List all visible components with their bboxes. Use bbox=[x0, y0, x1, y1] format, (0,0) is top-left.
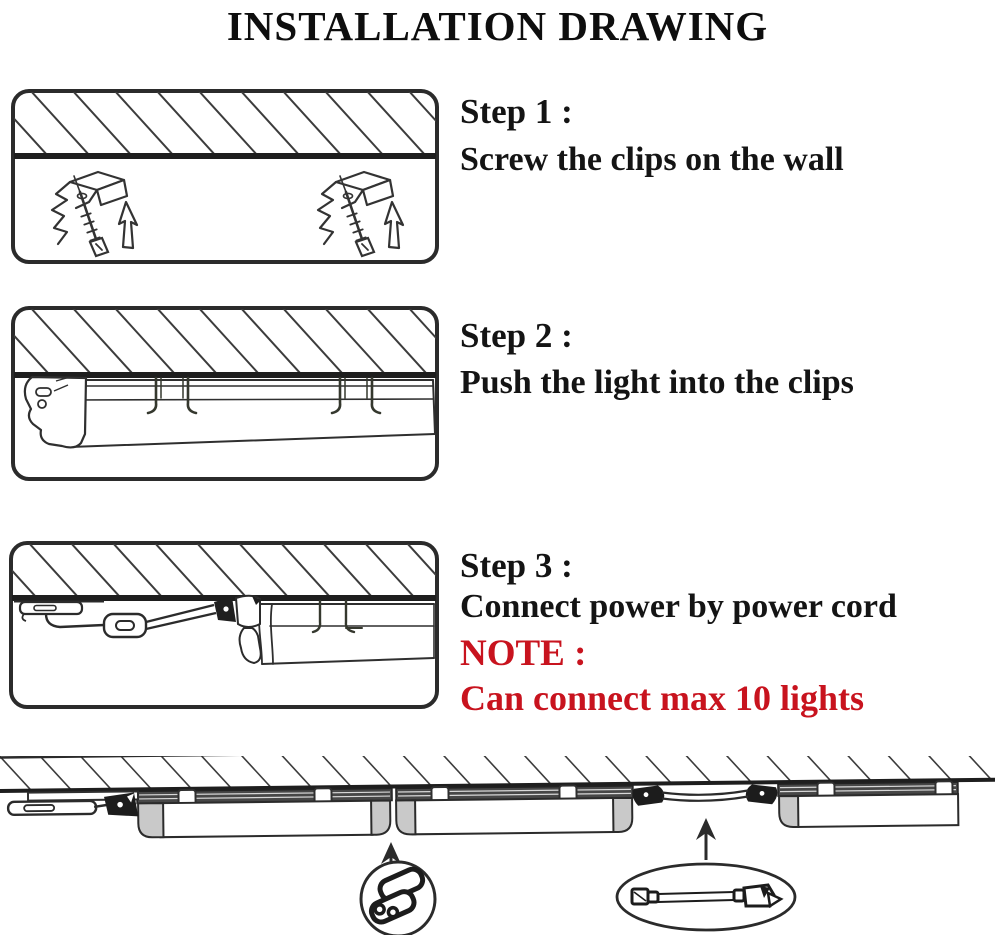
overview-diagram-svg bbox=[0, 756, 995, 935]
hatched-wall bbox=[14, 92, 436, 156]
connector-highlight bbox=[117, 801, 123, 808]
connecting-cord bbox=[632, 784, 778, 806]
ceiling-band bbox=[0, 756, 995, 794]
step1-heading: Step 1 : bbox=[460, 92, 573, 131]
connector-highlight bbox=[223, 606, 229, 612]
hatched-wall bbox=[14, 309, 436, 375]
panel-frame bbox=[11, 306, 439, 481]
cord-wire bbox=[145, 611, 217, 631]
power-cord bbox=[14, 594, 262, 665]
tube-end-cap bbox=[23, 375, 88, 449]
hatched-wall bbox=[12, 544, 436, 597]
cord-wire bbox=[93, 803, 109, 809]
page-title: INSTALLATION DRAWING bbox=[226, 3, 769, 49]
step2-diagram-svg bbox=[11, 306, 439, 481]
step2-diagram bbox=[10, 305, 440, 482]
cord-wire bbox=[145, 603, 215, 624]
connector-cord-icon bbox=[630, 883, 784, 909]
plug-hook bbox=[21, 613, 27, 622]
connector-body bbox=[234, 594, 261, 628]
tube-light-bodies bbox=[159, 793, 960, 839]
step2-heading: Step 2 : bbox=[460, 316, 573, 355]
mounting-clip bbox=[330, 376, 382, 415]
step3-description: Connect power by power cord bbox=[460, 588, 897, 625]
power-plug-assembly bbox=[6, 790, 140, 817]
step2-description: Push the light into the clips bbox=[460, 364, 854, 401]
connecting-cord-callout bbox=[615, 862, 797, 932]
panel-frame bbox=[11, 89, 439, 264]
step3-diagram bbox=[8, 540, 440, 710]
step3-diagram-svg bbox=[9, 541, 439, 709]
step3-heading: Step 3 : bbox=[460, 546, 573, 585]
cord-wire bbox=[44, 613, 105, 629]
note-body: Can connect max 10 lights bbox=[460, 678, 864, 718]
mounting-clip bbox=[311, 599, 363, 634]
note-heading: NOTE : bbox=[460, 633, 587, 674]
plug-slot bbox=[33, 604, 57, 612]
seamless-connector-callout bbox=[359, 860, 437, 935]
series-connection-overview bbox=[0, 756, 995, 935]
callout-ellipse bbox=[615, 862, 797, 932]
connector-shadow bbox=[252, 596, 261, 605]
connector-highlight bbox=[127, 793, 134, 803]
mounting-clip bbox=[146, 376, 198, 415]
inline-connector-slot bbox=[115, 620, 135, 631]
two-pin-connector-icon bbox=[368, 866, 426, 925]
hanging-clip bbox=[238, 627, 262, 665]
plug-slot bbox=[23, 804, 56, 813]
step1-diagram bbox=[10, 88, 440, 265]
step1-description: Screw the clips on the wall bbox=[460, 141, 844, 178]
cord-arrow-icon bbox=[696, 818, 716, 860]
panel-frame bbox=[9, 541, 439, 709]
step1-diagram-svg bbox=[11, 89, 439, 264]
tube-end-caps bbox=[137, 794, 800, 839]
